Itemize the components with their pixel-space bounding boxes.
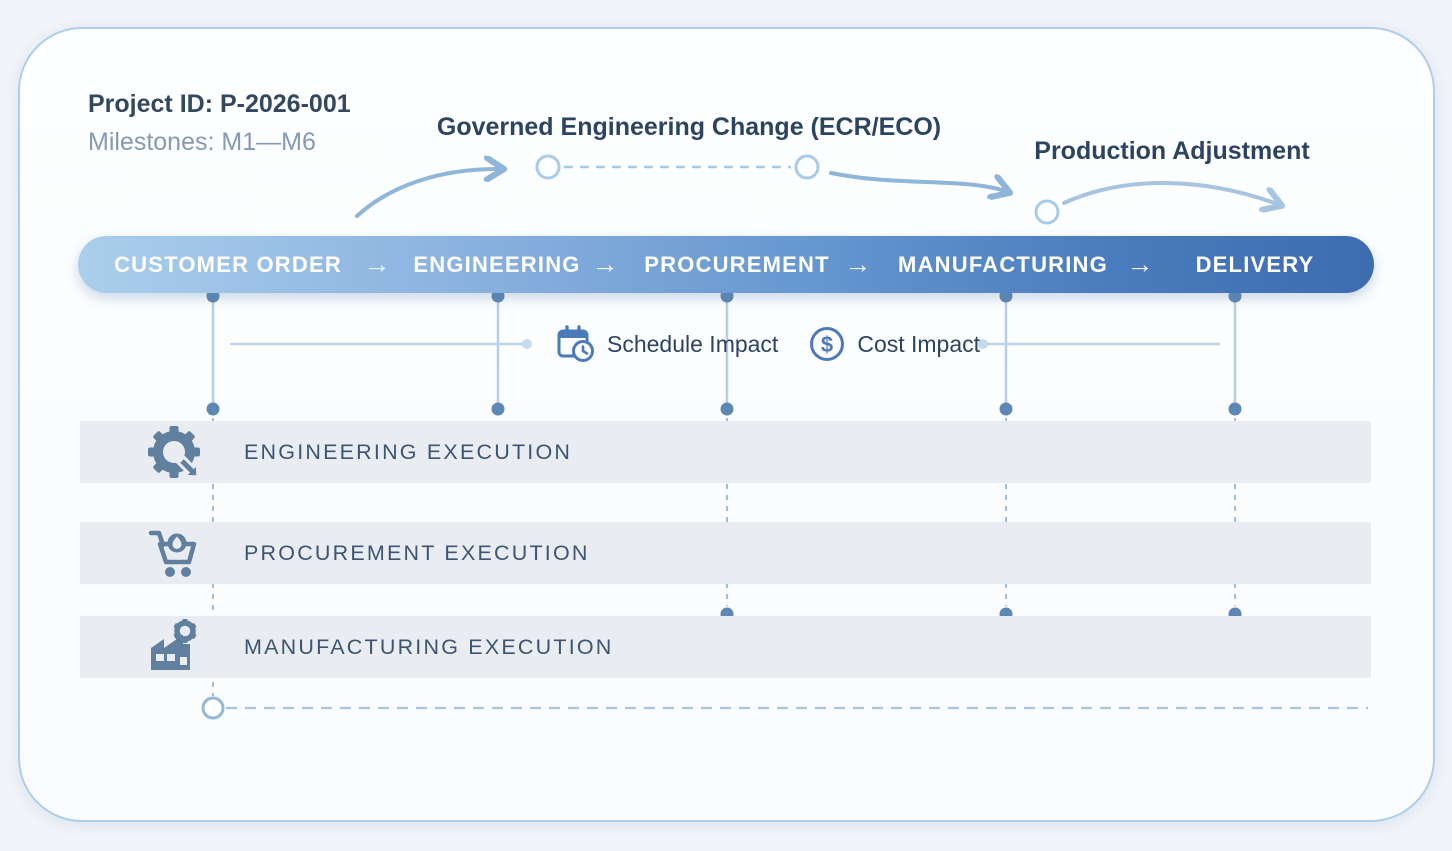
lane-label: ENGINEERING EXECUTION <box>244 439 573 464</box>
production-adjustment-title: Production Adjustment <box>1034 137 1310 165</box>
phase-arrow-icon: → <box>1126 249 1154 279</box>
phase-customer-order: CUSTOMER ORDER <box>114 252 342 277</box>
dollar-symbol: $ <box>821 332 833 357</box>
phase-engineering: ENGINEERING <box>413 252 581 277</box>
lane-manufacturing-execution: MANUFACTURING EXECUTION <box>80 616 1371 678</box>
phase-delivery: DELIVERY <box>1195 252 1315 277</box>
factory-icon <box>144 617 204 677</box>
phase-manufacturing: MANUFACTURING <box>898 252 1108 277</box>
phase-arrow-icon: → <box>591 249 619 279</box>
schedule-impact-label: Schedule Impact <box>607 330 779 357</box>
lane-label: PROCUREMENT EXECUTION <box>244 540 590 565</box>
calendar-clock-icon <box>557 325 594 362</box>
process-phase-bar: CUSTOMER ORDER → ENGINEERING → PROCUREME… <box>78 236 1374 293</box>
cost-impact-label: Cost Impact <box>857 330 981 357</box>
gear-arrow-icon <box>144 422 204 482</box>
lane-engineering-execution: ENGINEERING EXECUTION <box>80 421 1371 483</box>
milestones-text: Milestones: M1—M6 <box>88 128 316 156</box>
phase-arrow-icon: → <box>363 249 391 279</box>
phase-procurement: PROCUREMENT <box>644 252 830 277</box>
project-id-text: Project ID: P-2026-001 <box>88 90 351 118</box>
ecr-title: Governed Engineering Change (ECR/ECO) <box>436 113 942 141</box>
lane-procurement-execution: PROCUREMENT EXECUTION <box>80 522 1371 584</box>
lane-label: MANUFACTURING EXECUTION <box>244 634 614 659</box>
phase-arrow-icon: → <box>844 249 872 279</box>
impact-legend: Schedule Impact $ Cost Impact <box>556 321 980 367</box>
cart-icon <box>144 523 204 583</box>
dollar-icon: $ <box>810 327 845 361</box>
